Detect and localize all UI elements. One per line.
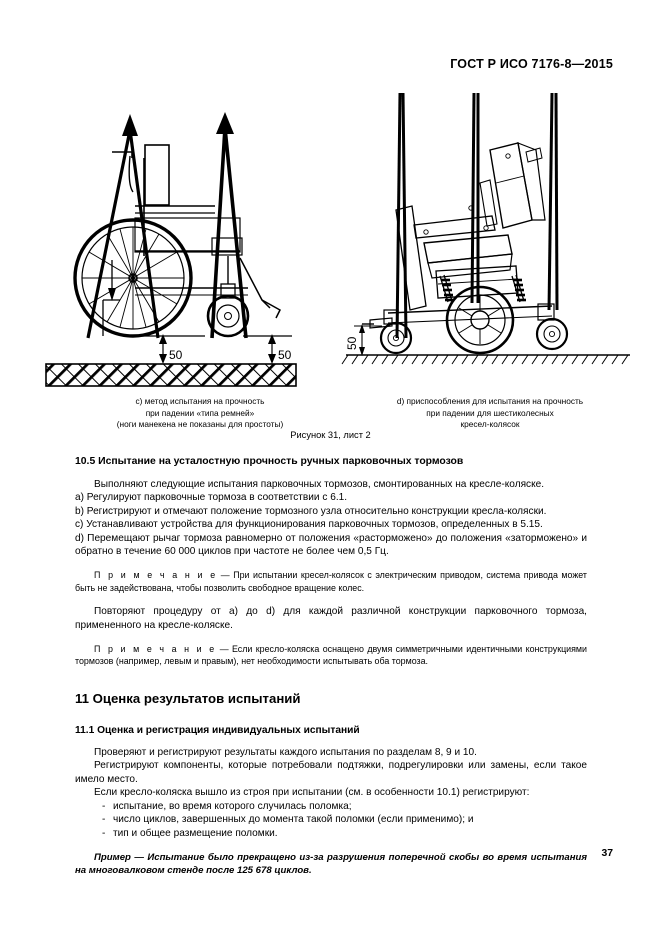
failure-record-list: испытание, во время которого случилась п…	[75, 800, 587, 841]
section-11-1-paragraph-3: Если кресло-коляска вышло из строя при и…	[94, 787, 530, 799]
figure-d-caption-line3: кресел-колясок	[460, 419, 520, 429]
figure-number-label: Рисунок 31, лист 2	[290, 430, 371, 440]
dimension-label-50-left-1: 50	[169, 348, 183, 362]
list-item: тип и общее размещение поломки.	[102, 827, 587, 841]
figure-d-six-wheel-rig: 50	[340, 88, 640, 388]
section-10-5-intro: Выполняют следующие испытания парковочны…	[94, 479, 545, 490]
list-item: испытание, во время которого случилась п…	[102, 800, 587, 814]
note-1-label: П р и м е ч а н и е	[94, 570, 218, 581]
section-11-1-example: Пример — Испытание было прекращено из-за…	[75, 852, 587, 877]
section-10-5-step-a: a) Регулируют парковочные тормоза в соот…	[75, 492, 348, 504]
dimension-label-50-right: 50	[345, 336, 359, 350]
section-10-5-note-2: П р и м е ч а н и е — Если кресло-коляск…	[75, 643, 587, 668]
section-11-1-paragraph-1: Проверяют и регистрируют результаты кажд…	[94, 746, 477, 758]
dimension-label-50-left-2: 50	[278, 348, 292, 362]
list-item: число циклов, завершенных до момента так…	[102, 813, 587, 827]
figure-d-caption-line1: d) приспособления для испытания на прочн…	[396, 396, 584, 406]
figure-d-drawing: 50	[341, 92, 630, 365]
section-10-5-heading: 10.5 Испытание на усталостную прочность …	[75, 456, 464, 467]
page-number: 37	[601, 848, 613, 859]
section-11-1-paragraph-2: Регистрируют компоненты, которые потребо…	[75, 760, 587, 785]
section-10-5-step-b: b) Регистрируют и отмечают положение тор…	[75, 505, 547, 517]
figure-d-caption: d) приспособления для испытания на прочн…	[345, 396, 635, 431]
section-11-1-heading: 11.1 Оценка и регистрация индивидуальных…	[75, 724, 360, 736]
note-2-label: П р и м е ч а н и е	[94, 644, 217, 655]
section-10-5-step-d: d) Перемещают рычаг тормоза равномерно о…	[75, 532, 587, 558]
section-11-heading: 11 Оценка результатов испытаний	[75, 690, 301, 706]
figure-c-caption-line1: c) метод испытания на прочность	[135, 396, 265, 406]
figures-row: 50 50	[0, 88, 661, 388]
document-standard-header: ГОСТ Р ИСО 7176-8—2015	[450, 57, 613, 71]
figure-c-caption-line3: (ноги манекена не показаны для простоты)	[116, 419, 284, 429]
note-2-text: — Если кресло-коляска оснащено двумя сим…	[75, 644, 587, 667]
figure-d-caption-line2: при падении для шестиколесных	[426, 407, 554, 418]
figure-c-drawing: 50 50	[45, 112, 297, 387]
section-10-5-step-c: c) Устанавливают устройства для функцион…	[75, 519, 543, 531]
note-1-text: — При испытании кресел-колясок с электри…	[75, 570, 588, 593]
section-10-5-repeat-paragraph: Повторяют процедуру от a) до d) для кажд…	[75, 606, 587, 631]
figure-c-caption: c) метод испытания на прочность при паде…	[55, 396, 345, 431]
section-10-5-note-1: П р и м е ч а н и е — При испытании крес…	[75, 569, 587, 594]
figure-c-strap-drop-test: 50 50	[40, 88, 340, 388]
figure-c-caption-line2: при падении «типа ремней»	[145, 407, 255, 418]
document-body: 10.5 Испытание на усталостную прочность …	[75, 455, 587, 877]
